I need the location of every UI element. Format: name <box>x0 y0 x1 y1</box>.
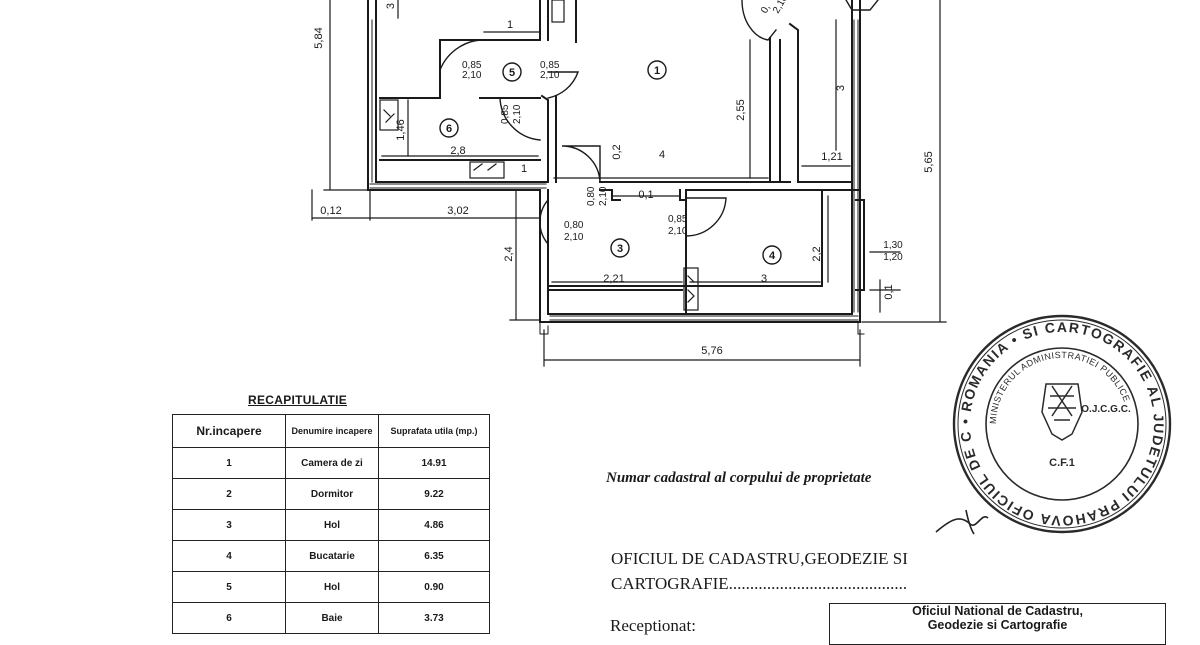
cadastral-number-line: Numar cadastral al corpului de proprieta… <box>606 470 872 486</box>
room-markers <box>439 60 782 265</box>
stamp-center-text: O.J.C.G.C. <box>1081 404 1131 415</box>
room-number-cell: 3 <box>172 509 286 541</box>
dim-label: 3 <box>761 273 767 285</box>
agency-line: Geodezie si Cartografie <box>927 618 1068 632</box>
door-label: 2,10 <box>564 232 584 243</box>
official-stamp: • ROMANIA • SI CARTOGRAFIE AL JUDETULUI … <box>950 312 1172 534</box>
table-row: 6 Baie 3.73 <box>172 602 490 634</box>
room-number-cell: 2 <box>172 478 286 510</box>
office-line: CARTOGRAFIE.............................… <box>611 574 908 593</box>
dim-label: 2,4 <box>503 246 515 261</box>
door-label: 2,10 <box>668 226 688 237</box>
dim-label: 1,21 <box>821 151 842 163</box>
dim-label: 0,2 <box>611 144 623 159</box>
stamp-bottom-text: C.F.1 <box>1049 457 1075 469</box>
column-header: Suprafata utila (mp.) <box>378 414 490 448</box>
room-label-5: 5 <box>509 67 515 79</box>
dim-label: 2,2 <box>811 246 823 261</box>
dim-label: 0,12 <box>320 205 341 217</box>
recap-title: RECAPITULATIE <box>248 393 348 407</box>
table-row: 1 Camera de zi 14.91 <box>172 447 490 479</box>
room-name-cell: Dormitor <box>285 478 379 510</box>
table-row: 3 Hol 4.86 <box>172 509 490 541</box>
office-line: OFICIUL DE CADASTRU,GEODEZIE SI <box>611 549 908 568</box>
door-swings <box>439 0 879 245</box>
door-label: 2,10 <box>512 104 523 124</box>
door-label: 0,85 <box>540 60 560 71</box>
room-area-cell: 6.35 <box>378 540 490 572</box>
room-name-cell: Hol <box>285 571 379 603</box>
dim-label: 5,76 <box>701 345 722 357</box>
room-number-cell: 4 <box>172 540 286 572</box>
dim-label: 2,8 <box>450 145 465 157</box>
dim-label: 1,20 <box>883 252 903 263</box>
door-label: 0,85 <box>500 104 511 124</box>
dim-label: 1 <box>507 19 513 31</box>
door-label: 2,10 <box>462 70 482 81</box>
fixtures <box>379 0 699 311</box>
agency-line: Oficiul National de Cadastru, <box>912 604 1083 618</box>
room-label-1: 1 <box>654 65 660 77</box>
room-area-cell: 0.90 <box>378 571 490 603</box>
wall-hatch <box>369 19 865 335</box>
dim-label: 2,55 <box>735 99 747 120</box>
room-area-cell: 4.86 <box>378 509 490 541</box>
column-header: Nr.incapere <box>172 414 286 448</box>
room-area-cell: 14.91 <box>378 447 490 479</box>
dim-label: 4 <box>659 149 665 161</box>
room-name-cell: Baie <box>285 602 379 634</box>
room-name-cell: Camera de zi <box>285 447 379 479</box>
door-label: 2,10 <box>771 0 790 16</box>
room-area-cell: 3.73 <box>378 602 490 634</box>
room-label-3: 3 <box>617 243 623 255</box>
dim-label: 3 <box>835 85 847 91</box>
signature <box>935 509 989 535</box>
door-label: 0,80 <box>564 220 584 231</box>
dim-label: 2,21 <box>603 273 624 285</box>
room-number-cell: 1 <box>172 447 286 479</box>
dim-label: 0,1 <box>883 284 895 299</box>
dim-label: 3,02 <box>447 205 468 217</box>
column-header: Denumire incapere <box>285 414 379 448</box>
table-row: 2 Dormitor 9.22 <box>172 478 490 510</box>
room-area-cell: 9.22 <box>378 478 490 510</box>
room-name-cell: Bucatarie <box>285 540 379 572</box>
door-label: 2,10 <box>598 186 609 206</box>
floor-plan: 1 3 4 5 6 5,84 5,65 5,76 3,02 0,12 2,4 2… <box>311 0 947 367</box>
dimension-lines <box>311 0 947 367</box>
dim-label: 5,65 <box>923 151 935 172</box>
table-row: 4 Bucatarie 6.35 <box>172 540 490 572</box>
received-label: Receptionat: <box>610 616 696 635</box>
agency-box: Oficiul National de Cadastru, Geodezie s… <box>829 603 1166 645</box>
room-name-cell: Hol <box>285 509 379 541</box>
room-number-cell: 5 <box>172 571 286 603</box>
door-label: 2,10 <box>540 70 560 81</box>
dim-label: 1,46 <box>395 119 407 140</box>
room-label-6: 6 <box>446 123 452 135</box>
dim-label: 1,30 <box>883 240 903 251</box>
table-header-row: Nr.incapere Denumire incapere Suprafata … <box>172 414 490 448</box>
door-label: 0,80 <box>586 186 597 206</box>
dim-label: 5,84 <box>313 27 325 48</box>
door-label: 0,85 <box>668 214 688 225</box>
table-row: 5 Hol 0.90 <box>172 571 490 603</box>
room-number-cell: 6 <box>172 602 286 634</box>
door-label: 0,85 <box>462 60 482 71</box>
office-block: OFICIUL DE CADASTRU,GEODEZIE SI CARTOGRA… <box>611 546 908 596</box>
dim-label: 3 <box>385 3 397 9</box>
dim-label: 1 <box>521 163 527 175</box>
room-label-4: 4 <box>769 250 776 262</box>
document-page: 1 3 4 5 6 5,84 5,65 5,76 3,02 0,12 2,4 2… <box>172 0 1172 645</box>
recap-table: Nr.incapere Denumire incapere Suprafata … <box>172 414 490 634</box>
wall-lines <box>367 0 865 323</box>
dim-label: 0,1 <box>638 189 653 201</box>
coat-of-arms-icon <box>1041 383 1083 441</box>
